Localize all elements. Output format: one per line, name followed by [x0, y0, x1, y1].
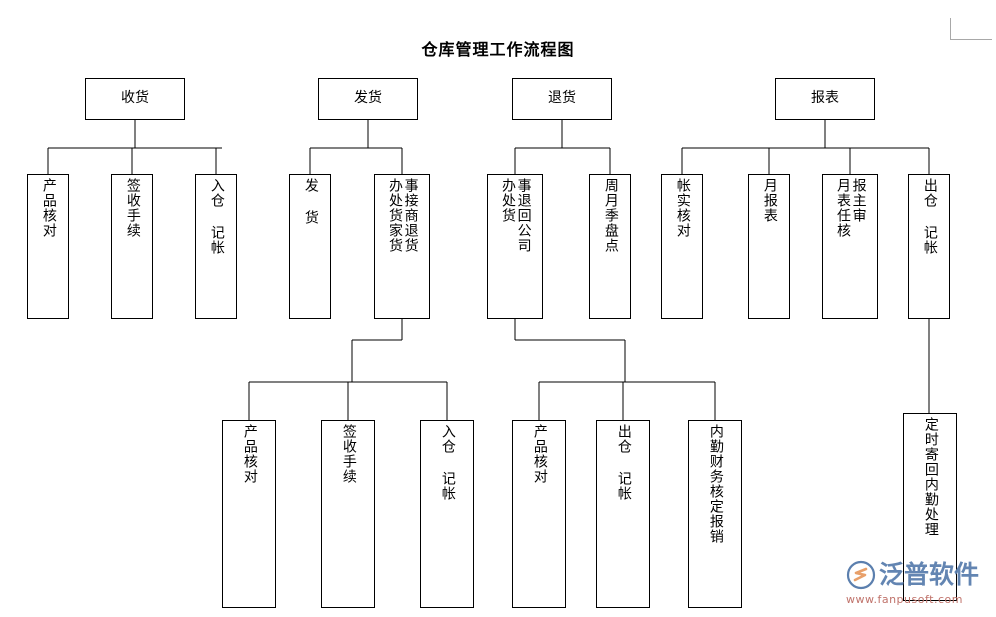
flow-node-label: 收货 — [121, 90, 149, 107]
flow-node-text-columns: 事接商退货办处货家货 — [375, 178, 429, 318]
flow-node-n20[interactable]: 出仓 记帐 — [596, 420, 650, 608]
flow-node-label: 报表 — [811, 90, 839, 107]
flow-node-text-columns: 签收手续 — [112, 178, 152, 318]
flow-node-text-columns: 入仓 记帐 — [196, 178, 236, 318]
flow-node-n22[interactable]: 定时寄回内勤处理 — [903, 413, 957, 601]
flow-node-label: 定时寄回内勤处理 — [922, 417, 939, 537]
flow-node-n5[interactable]: 产品核对 — [27, 174, 69, 319]
flow-node-n11[interactable]: 周月季盘点 — [589, 174, 631, 319]
flow-node-label: 内勤财务核定报销 — [707, 424, 724, 544]
flow-node-n6[interactable]: 签收手续 — [111, 174, 153, 319]
flow-node-text-columns: 月报表 — [749, 178, 789, 318]
flow-node-n13[interactable]: 月报表 — [748, 174, 790, 319]
flow-node-label: 事退回公司 — [515, 178, 532, 253]
flow-node-n8[interactable]: 发 货 — [289, 174, 331, 319]
page-title: 仓库管理工作流程图 — [421, 40, 575, 59]
flow-node-label: 周月季盘点 — [602, 178, 619, 253]
flow-node-n9[interactable]: 事接商退货办处货家货 — [374, 174, 430, 319]
flow-node-label: 产品核对 — [241, 424, 258, 484]
flow-node-n19[interactable]: 产品核对 — [512, 420, 566, 608]
flow-node-n7[interactable]: 入仓 记帐 — [195, 174, 237, 319]
flow-node-n18[interactable]: 入仓 记帐 — [420, 420, 474, 608]
flow-node-label: 办处货 — [500, 178, 516, 223]
flow-node-text-columns: 报主审月表任核 — [823, 178, 877, 318]
page-corner-mark — [950, 18, 992, 40]
flow-node-text-columns: 事退回公司办处货 — [488, 178, 542, 318]
flow-node-label: 入仓 记帐 — [208, 178, 225, 255]
flow-node-text-columns: 出仓 记帐 — [597, 424, 649, 607]
flow-node-label: 签收手续 — [340, 424, 357, 484]
fanpu-logo-icon — [846, 560, 876, 590]
flow-node-label: 产品核对 — [531, 424, 548, 484]
flow-node-label: 发货 — [354, 90, 382, 107]
flow-node-label: 入仓 记帐 — [439, 424, 456, 501]
flow-node-label: 签收手续 — [124, 178, 141, 238]
flow-node-label: 办处货家货 — [387, 178, 403, 253]
flow-node-label: 发 货 — [302, 178, 319, 225]
flow-node-label: 产品核对 — [40, 178, 57, 238]
flow-node-text-columns: 出仓 记帐 — [909, 178, 949, 318]
flow-node-n21[interactable]: 内勤财务核定报销 — [688, 420, 742, 608]
flow-node-text-columns: 入仓 记帐 — [421, 424, 473, 607]
flow-node-n14[interactable]: 报主审月表任核 — [822, 174, 878, 319]
flow-node-n10[interactable]: 事退回公司办处货 — [487, 174, 543, 319]
flow-node-label: 帐实核对 — [674, 178, 691, 238]
flow-node-text-columns: 发 货 — [290, 178, 330, 318]
flow-node-text-columns: 帐实核对 — [662, 178, 702, 318]
flow-node-n4[interactable]: 报表 — [775, 78, 875, 120]
flow-node-label: 月报表 — [761, 178, 778, 223]
flow-node-n1[interactable]: 收货 — [85, 78, 185, 120]
flow-node-n3[interactable]: 退货 — [512, 78, 612, 120]
flow-node-n17[interactable]: 签收手续 — [321, 420, 375, 608]
flow-node-label: 月表任核 — [835, 178, 851, 238]
flow-node-text-columns: 内勤财务核定报销 — [689, 424, 741, 607]
flow-node-label: 出仓 记帐 — [921, 178, 938, 255]
flow-node-n12[interactable]: 帐实核对 — [661, 174, 703, 319]
flow-node-n2[interactable]: 发货 — [318, 78, 418, 120]
flow-node-n16[interactable]: 产品核对 — [222, 420, 276, 608]
flow-node-text-columns: 产品核对 — [28, 178, 68, 318]
flow-node-text-columns: 周月季盘点 — [590, 178, 630, 318]
flow-node-label: 事接商退货 — [402, 178, 419, 253]
flow-node-text-columns: 产品核对 — [513, 424, 565, 607]
flow-node-n15[interactable]: 出仓 记帐 — [908, 174, 950, 319]
flow-node-label: 出仓 记帐 — [615, 424, 632, 501]
flow-node-text-columns: 签收手续 — [322, 424, 374, 607]
flow-node-label: 退货 — [548, 90, 576, 107]
flow-node-text-columns: 产品核对 — [223, 424, 275, 607]
flow-node-label: 报主审 — [850, 178, 867, 223]
flow-node-text-columns: 定时寄回内勤处理 — [904, 417, 956, 600]
